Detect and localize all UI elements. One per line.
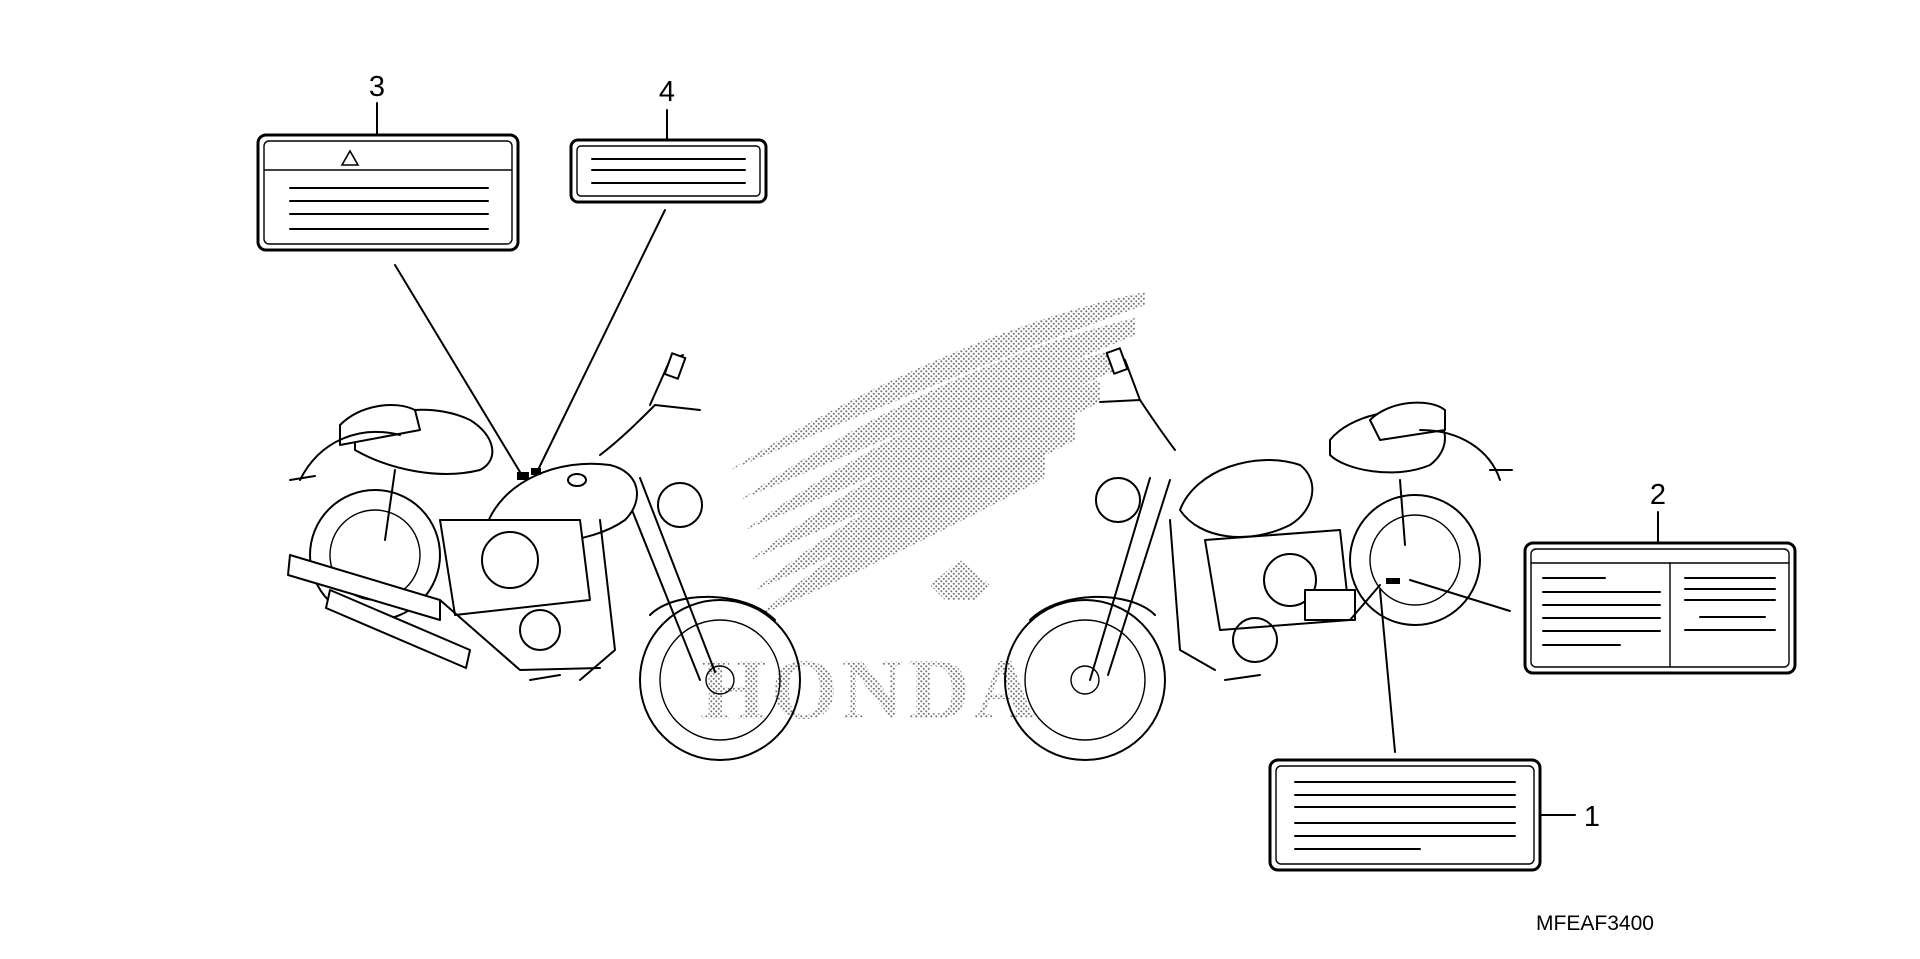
label-mark-1-2	[1386, 578, 1400, 584]
label-3-warning: 3	[256, 71, 520, 252]
callout-number-2: 2	[1650, 479, 1666, 511]
leader-line-4	[536, 209, 666, 473]
motorcycle-right-view	[1004, 347, 1513, 761]
leader-line-3	[394, 264, 524, 478]
callout-number-1: 1	[1584, 801, 1600, 833]
callout-number-3: 3	[369, 71, 385, 103]
callout-number-4: 4	[659, 76, 675, 108]
honda-wing-watermark	[730, 292, 1145, 615]
leader-line-2	[1409, 579, 1511, 612]
watermark-text: HONDA	[700, 641, 1040, 737]
label-4: 4	[569, 76, 768, 204]
label-mark-3	[517, 472, 529, 480]
leader-line-1	[1379, 589, 1396, 753]
leader-lines	[394, 209, 1511, 753]
diagram-code: MFEAF3400	[1536, 912, 1654, 935]
label-2: 2	[1523, 479, 1797, 675]
label-mark-4	[531, 468, 541, 475]
honda-wordmark-watermark: HONDA	[700, 641, 1040, 737]
motorcycle-left-view	[287, 352, 801, 761]
warning-triangle-icon	[340, 149, 360, 166]
label-1: 1	[1268, 758, 1600, 872]
